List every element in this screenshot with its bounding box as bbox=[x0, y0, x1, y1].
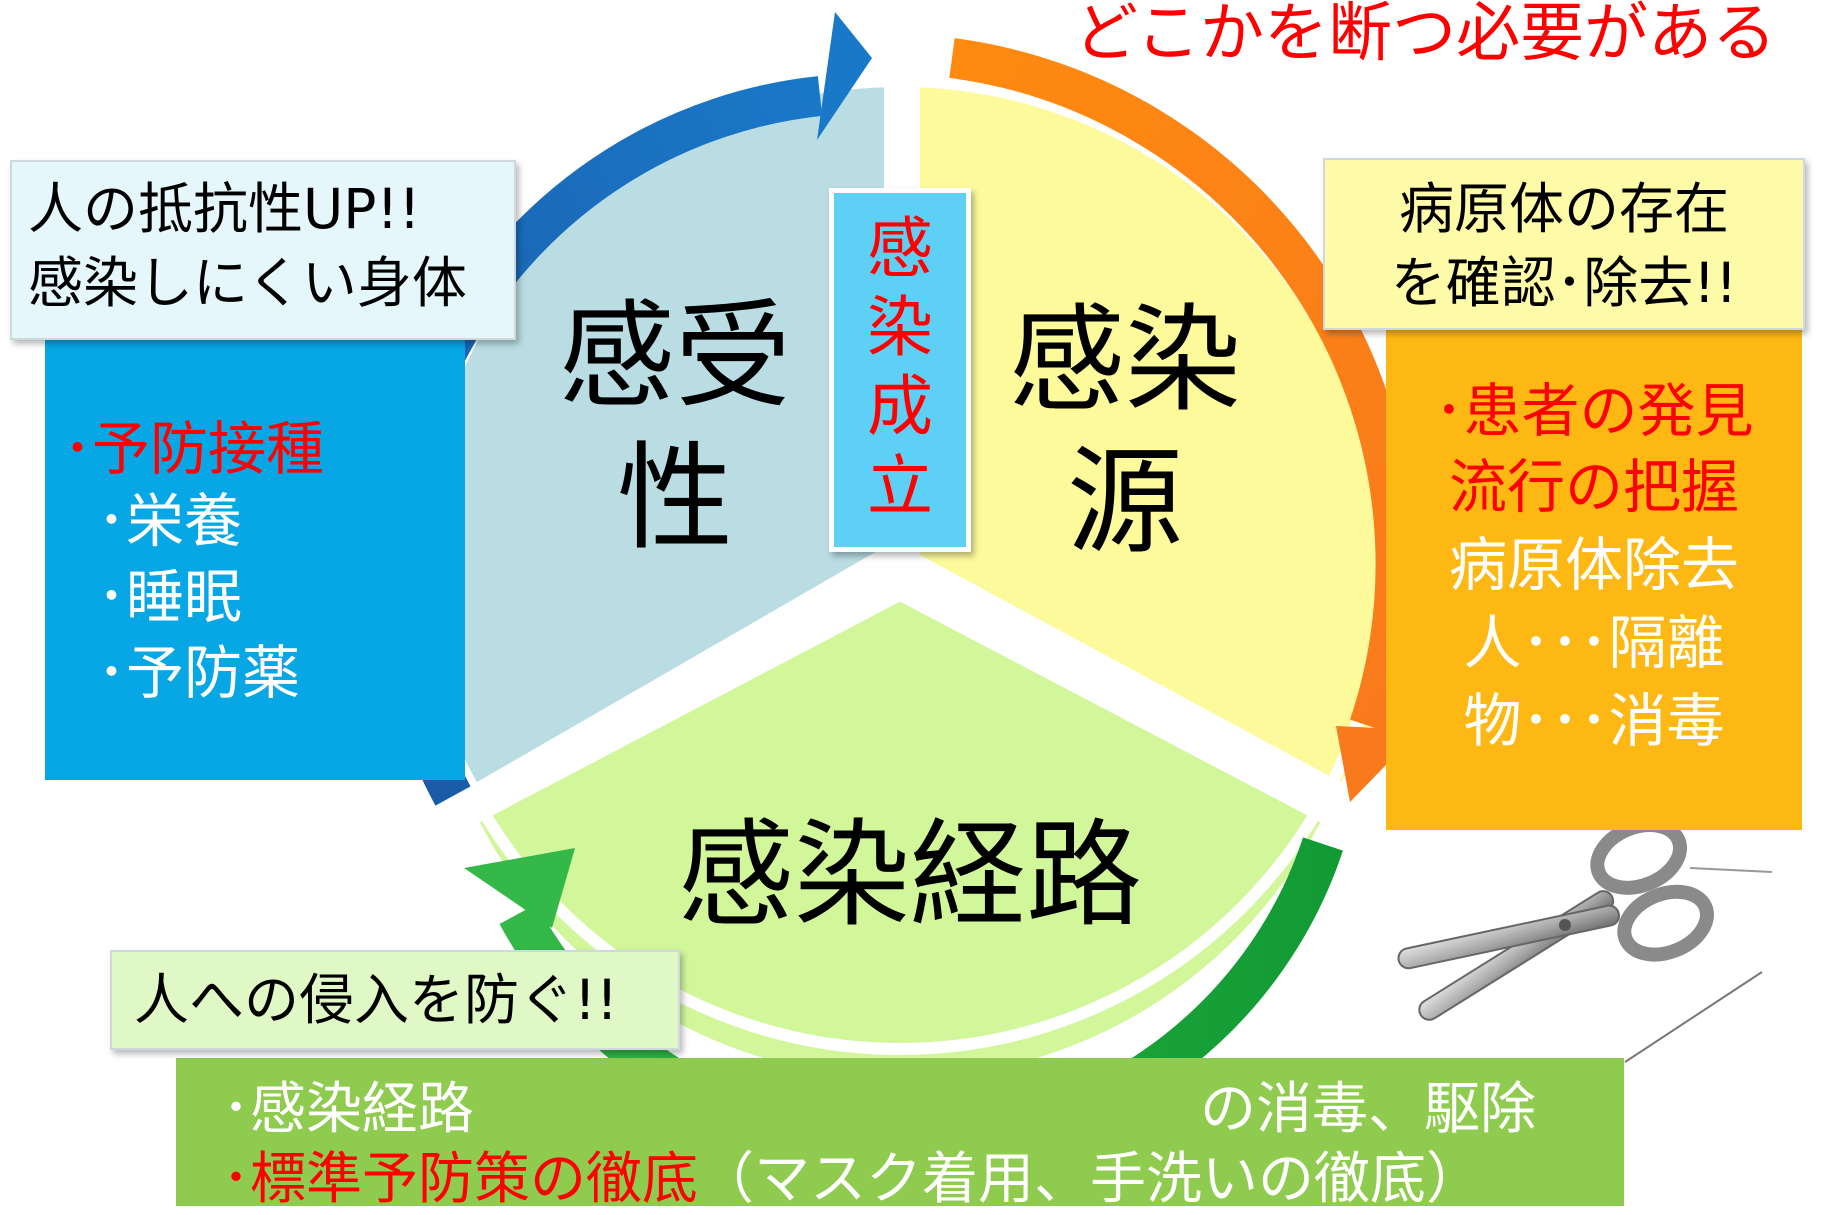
green-arrowhead bbox=[464, 848, 575, 928]
susceptibility-title-line-1: 感受 bbox=[559, 289, 791, 424]
headline: どこかを断つ必要がある bbox=[1074, 0, 1777, 71]
pathogen-line-2: を確認･除去!! bbox=[1390, 251, 1738, 315]
source-title: 感染 源 bbox=[1005, 290, 1245, 573]
pathogen-callout: 病原体の存在 を確認･除去!! bbox=[1323, 158, 1805, 330]
isolation-item: 人･･･隔離 bbox=[1463, 609, 1725, 677]
nutrition-item: ･栄養 bbox=[97, 487, 243, 555]
susceptibility-title-line-2: 性 bbox=[617, 430, 733, 566]
standard-precautions-item: ･標準予防策の徹底（マスク着用、手洗いの徹底） bbox=[222, 1134, 1482, 1215]
pathogen-removal-item: 病原体除去 bbox=[1448, 531, 1739, 599]
route-disinfection-label: ･感染経路 bbox=[222, 1077, 474, 1142]
scissors-icon bbox=[1397, 818, 1714, 1021]
route-measures-panel: ･感染経路 の消毒、駆除 ･標準予防策の徹底（マスク着用、手洗いの徹底） bbox=[176, 1058, 1624, 1212]
source-title-line-1: 感染 bbox=[1009, 293, 1241, 428]
standard-precautions-detail: （マスク着用、手洗いの徹底） bbox=[698, 1147, 1482, 1212]
susceptibility-measures-panel: ･予防接種 ･栄養 ･睡眠 ･予防薬 bbox=[45, 322, 465, 780]
preventive-drug-item: ･予防薬 bbox=[97, 639, 301, 707]
blue-arrowhead bbox=[817, 12, 872, 140]
invasion-text: 人への侵入を防ぐ!! bbox=[134, 968, 619, 1032]
resistance-line-2: 感染しにくい身体 bbox=[28, 251, 467, 315]
sleep-item: ･睡眠 bbox=[97, 563, 243, 631]
standard-precautions-highlight: ･標準予防策の徹底 bbox=[222, 1147, 698, 1212]
center-label-text: 感染成立 bbox=[867, 210, 933, 525]
invasion-callout: 人への侵入を防ぐ!! bbox=[110, 950, 680, 1050]
vaccination-item: ･予防接種 bbox=[63, 415, 325, 483]
patient-detection-item: ･患者の発見 bbox=[1434, 377, 1754, 445]
resistance-line-1: 人の抵抗性UP!! bbox=[28, 177, 421, 241]
source-measures-panel: ･患者の発見 流行の把握 病原体除去 人･･･隔離 物･･･消毒 bbox=[1386, 318, 1802, 830]
resistance-callout: 人の抵抗性UP!! 感染しにくい身体 bbox=[10, 160, 516, 340]
source-title-line-2: 源 bbox=[1067, 434, 1183, 570]
susceptibility-title: 感受 性 bbox=[555, 286, 795, 569]
pathogen-line-1: 病原体の存在 bbox=[1398, 177, 1729, 241]
outbreak-tracking-item: 流行の把握 bbox=[1448, 453, 1739, 521]
disinfection-item: 物･･･消毒 bbox=[1463, 687, 1725, 755]
route-disinfection-action: の消毒、駆除 bbox=[1200, 1077, 1536, 1142]
route-title: 感染経路 bbox=[678, 808, 1142, 943]
infection-established-label: 感染成立 bbox=[829, 188, 971, 552]
